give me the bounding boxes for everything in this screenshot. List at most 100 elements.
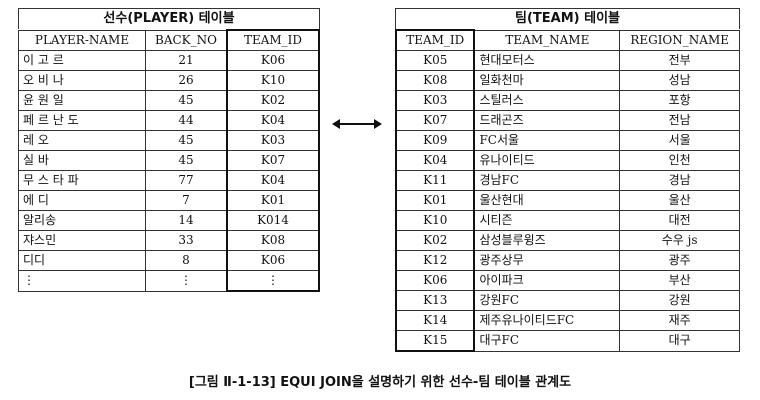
team-id-cell: K12 [394,250,476,271]
region-name-cell: 울산 [619,190,740,211]
team-name-cell: 광주상무 [473,250,621,271]
team-id-cell: K11 [394,170,476,191]
team-id-cell: ⋮ [226,270,320,292]
player-name-cell: 무 스 타 파 [18,170,146,191]
figure-caption: [그림 Ⅱ-1-13] EQUI JOIN을 설명하기 위한 선수-팀 테이블 … [188,375,572,390]
team-id-cell: K10 [226,70,320,91]
player-name-cell: 오 비 나 [18,70,146,91]
team-name-cell: 대구FC [473,330,621,352]
team-name-cell: 일화천마 [473,70,621,91]
team-table-title: 팀(TEAM) 테이블 [395,8,740,29]
region-name-cell: 경남 [619,170,740,191]
team-id-cell: K08 [226,230,320,251]
region-name-cell: 서울 [619,130,740,151]
region-name-cell: 전남 [619,110,740,131]
team-id-cell: K03 [394,90,476,111]
player-name-cell: ⋮ [18,270,146,292]
back-no-cell: 45 [145,130,228,151]
player-name-cell: 레 오 [18,130,146,151]
team-name-cell: 삼성블루윙즈 [473,230,621,251]
region-name-cell: 포항 [619,90,740,111]
team-id-cell: K06 [226,250,320,271]
back-no-cell: 44 [145,110,228,131]
col-header-region-name: REGION_NAME [619,29,740,51]
region-name-cell: 재주 [619,310,740,331]
col-header-team-name: TEAM_NAME [473,29,621,51]
region-name-cell: 대전 [619,210,740,231]
team-id-cell: K06 [394,270,476,291]
team-name-cell: 경남FC [473,170,621,191]
region-name-cell: 대구 [619,330,740,352]
region-name-cell: 인천 [619,150,740,171]
col-header-player-name: PLAYER-NAME [18,29,146,51]
relation-arrow-icon [332,119,382,129]
region-name-cell: 광주 [619,250,740,271]
team-header-row: TEAM_ID TEAM_NAME REGION_NAME [394,29,740,51]
team-id-cell: K03 [226,130,320,151]
team-name-cell: 아이파크 [473,270,621,291]
team-name-cell: FC서울 [473,130,621,151]
team-id-cell: K06 [226,50,320,71]
team-name-cell: 현대모터스 [473,50,621,71]
player-header-row: PLAYER-NAME BACK_NO TEAM_ID [18,29,320,51]
team-id-cell: K09 [394,130,476,151]
team-name-cell: 울산현대 [473,190,621,211]
player-name-cell: 디디 [18,250,146,271]
region-name-cell: 부산 [619,270,740,291]
team-name-cell: 제주유나이티드FC [473,310,621,331]
back-no-cell: 45 [145,150,228,171]
col-header-team-id: TEAM_ID [226,29,320,51]
back-no-cell: 8 [145,250,228,271]
team-name-cell: 시티즌 [473,210,621,231]
region-name-cell: 강원 [619,290,740,311]
back-no-cell: ⋮ [145,270,228,292]
team-id-cell: K04 [394,150,476,171]
team-id-cell: K08 [394,70,476,91]
back-no-cell: 33 [145,230,228,251]
team-id-cell: K14 [394,310,476,331]
player-name-cell: 실 바 [18,150,146,171]
player-name-cell: 알리송 [18,210,146,231]
team-id-cell: K01 [394,190,476,211]
team-id-cell: K014 [226,210,320,231]
team-name-cell: 강원FC [473,290,621,311]
team-name-cell: 드래곤즈 [473,110,621,131]
player-name-cell: 쟈스민 [18,230,146,251]
col-header-back-no: BACK_NO [145,29,228,51]
team-name-cell: 유나이티드 [473,150,621,171]
back-no-cell: 21 [145,50,228,71]
team-name-cell: 스틸러스 [473,90,621,111]
team-id-cell: K04 [226,110,320,131]
team-id-cell: K13 [394,290,476,311]
team-id-cell: K07 [226,150,320,171]
team-table: 팀(TEAM) 테이블 TEAM_ID TEAM_NAME REGION_NAM… [394,8,740,352]
team-id-cell: K04 [226,170,320,191]
back-no-cell: 45 [145,90,228,111]
team-id-cell: K02 [226,90,320,111]
player-name-cell: 윤 원 일 [18,90,146,111]
region-name-cell: 수우 js [619,230,740,251]
back-no-cell: 77 [145,170,228,191]
